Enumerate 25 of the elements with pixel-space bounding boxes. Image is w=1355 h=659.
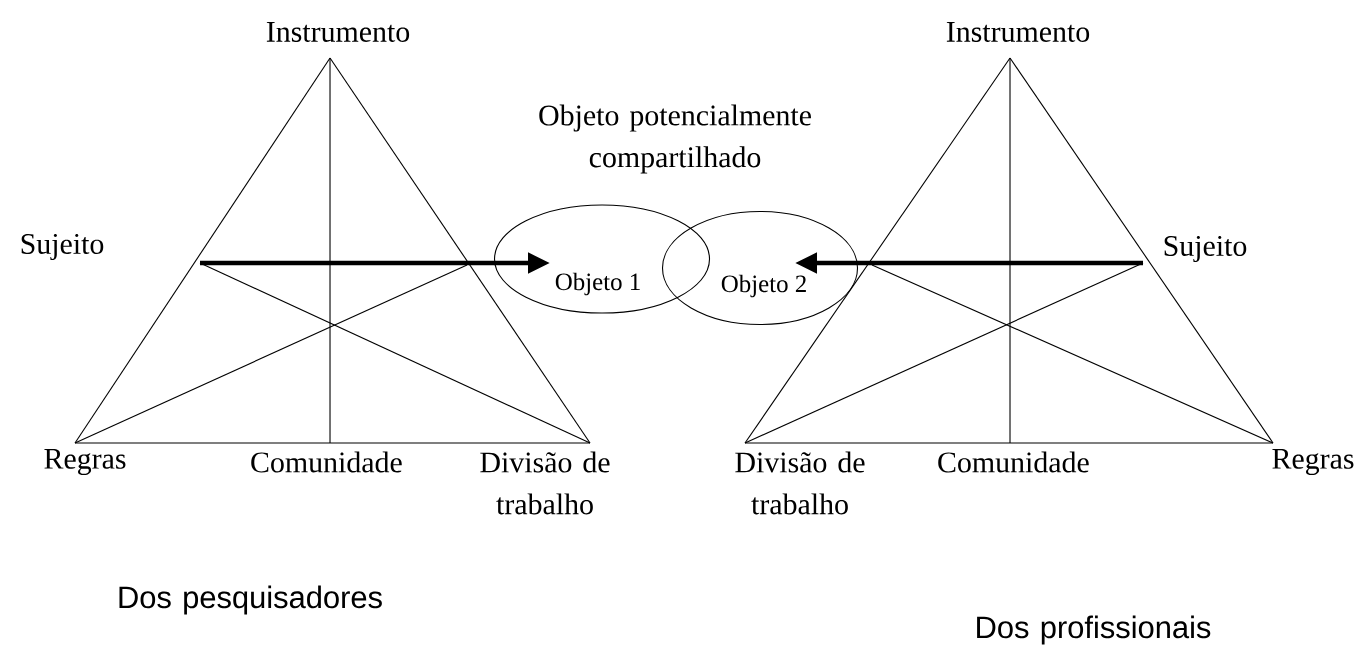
triangle-line bbox=[1009, 57, 1011, 444]
triangle-line bbox=[329, 57, 591, 444]
vertex-label: Regras bbox=[44, 449, 126, 475]
triangle-line bbox=[744, 442, 1011, 444]
caption-text: Dos pesquisadores bbox=[119, 585, 382, 615]
triangle-line bbox=[871, 264, 1274, 444]
vertex-label: Divisão de trabalho bbox=[480, 451, 610, 515]
triangle-line bbox=[329, 442, 591, 444]
caption-text: Dos profissionais bbox=[977, 615, 1211, 645]
vertex-label: Comunidade bbox=[251, 451, 402, 473]
triangle-line bbox=[74, 442, 331, 444]
triangle-line bbox=[74, 264, 468, 444]
triangle-line bbox=[1009, 442, 1274, 444]
triangle-line bbox=[74, 57, 331, 444]
vertex-label: Sujeito bbox=[1164, 235, 1247, 263]
vertex-label: Sujeito bbox=[21, 233, 104, 261]
triangle-line bbox=[744, 57, 1011, 444]
triangle-line bbox=[1009, 57, 1274, 444]
heading-text: Objeto potencialmente compartilhado bbox=[539, 104, 811, 174]
vertex-label: Instrumento bbox=[266, 22, 410, 42]
vertex-label: Comunidade bbox=[938, 451, 1089, 473]
vertex-label: Divisão de trabalho bbox=[735, 451, 865, 515]
triangle-line bbox=[329, 57, 331, 444]
vertex-label: Regras bbox=[1272, 449, 1354, 475]
vertex-label: Instrumento bbox=[946, 22, 1090, 42]
